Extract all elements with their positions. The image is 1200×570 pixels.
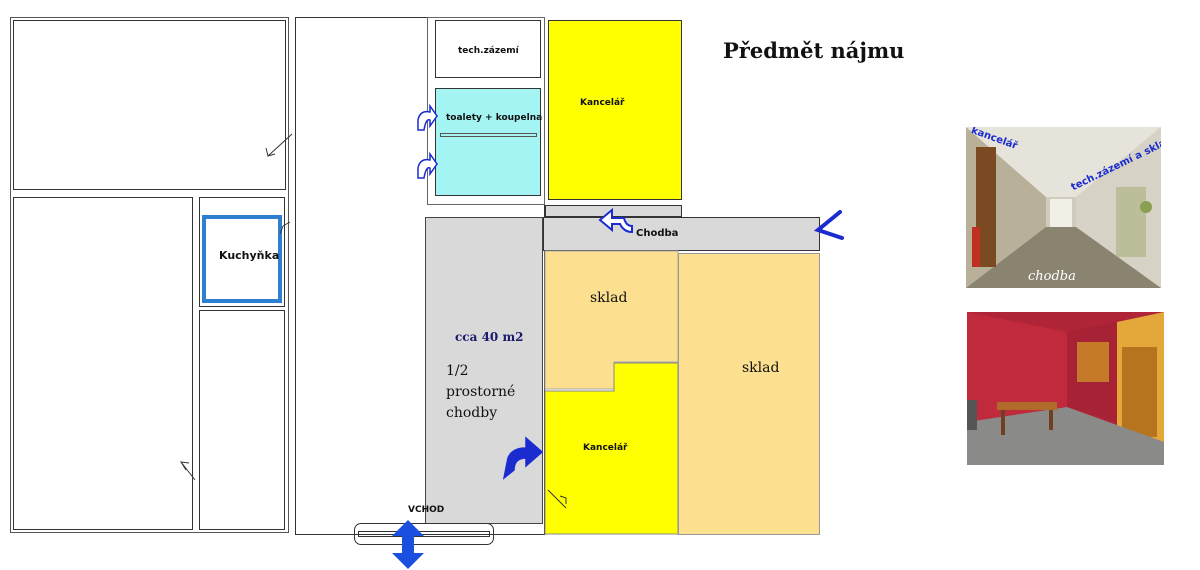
office-top-label: Kancelář: [580, 98, 625, 108]
corridor-stub: [545, 205, 682, 217]
entrance-door-inner: [358, 531, 490, 537]
kitchen-outline: [199, 197, 285, 307]
hall-line1: 1/2: [446, 363, 469, 379]
corridor-photo-drawing: [966, 127, 1161, 288]
storage-2-label: sklad: [742, 360, 780, 376]
storage-1-label: sklad: [590, 290, 628, 306]
office-photo-drawing: [967, 312, 1164, 465]
plan-overlay: [180, 103, 844, 569]
entrance-door: [354, 523, 494, 545]
corridor-room: [543, 217, 820, 251]
page-title: Předmět nájmu: [723, 38, 905, 63]
toilets-room: [435, 88, 541, 196]
left-room-top: [13, 20, 286, 190]
area-label: cca 40 m2: [455, 330, 524, 344]
small-room-bottom: [199, 310, 285, 530]
curved-arrow-icon: [417, 103, 438, 179]
corridor-caption: chodba: [1028, 269, 1076, 284]
toilets-divider: [440, 133, 537, 137]
left-room-bottom: [13, 197, 193, 530]
u-turn-arrow-icon: [598, 207, 633, 234]
hall-line2: prostorné: [446, 384, 516, 400]
storage-2-room: [678, 253, 820, 535]
corridor-photo: kancelář tech.zázemí a sklady chodba: [966, 127, 1161, 288]
entrance-label: VCHOD: [408, 505, 445, 515]
office-top-room: [548, 20, 682, 200]
kitchen-label: Kuchyňka: [219, 249, 280, 262]
entry-curved-arrow-icon: [502, 436, 544, 480]
chevron-arrow-icon: [813, 210, 844, 240]
double-arrow-icon: [392, 520, 424, 569]
corridor-label: Chodba: [636, 228, 679, 239]
tech-room: [435, 20, 541, 78]
hall-line3: chodby: [446, 405, 498, 421]
toilets-label: toalety + koupelna: [446, 113, 543, 123]
tech-label: tech.zázemí: [458, 46, 519, 56]
kitchen-room: [202, 215, 282, 303]
hall-room: [425, 217, 543, 524]
office-photo: [967, 312, 1164, 465]
floor-plan: Kuchyňka tech.zázemí toalety + koupelna …: [10, 17, 844, 569]
storage-1-shape: [544, 250, 679, 390]
left-wing-border: [10, 17, 289, 533]
office-bottom-label: Kancelář: [583, 443, 628, 453]
